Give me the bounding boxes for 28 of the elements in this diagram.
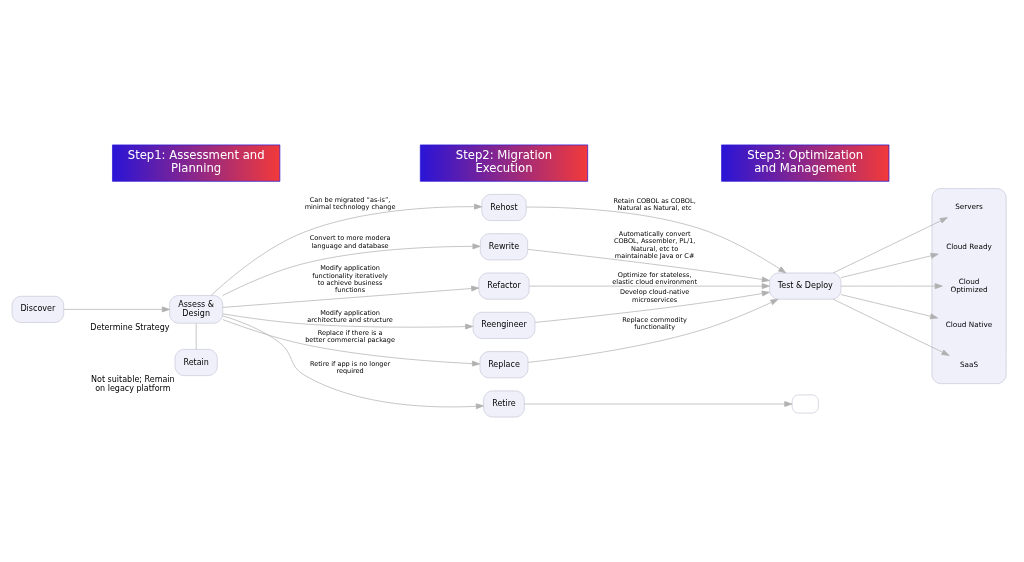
arrow	[222, 285, 480, 308]
arrow	[840, 283, 943, 289]
arrow	[527, 249, 770, 283]
arrow	[210, 203, 483, 296]
arrow	[840, 294, 939, 320]
node-box	[791, 394, 819, 414]
node-box: Step3: Optimization and Management	[721, 144, 890, 182]
arrow	[534, 290, 770, 323]
node-text: Cloud Native	[945, 320, 993, 330]
node-text: Cloud Optimized	[950, 276, 988, 294]
arrow	[63, 306, 170, 313]
arrow	[832, 298, 950, 356]
node-box: Step2: Migration Execution	[419, 144, 589, 182]
arrow	[524, 401, 793, 407]
arrow	[222, 243, 481, 296]
node-box: Step1: Assessment and Planning	[112, 144, 281, 182]
arrow	[526, 206, 787, 274]
arrow	[222, 313, 474, 330]
node-text: Servers	[955, 202, 983, 212]
arrow	[528, 283, 770, 289]
node-text: Cloud Ready	[946, 241, 992, 251]
arrow	[222, 319, 481, 367]
arrow	[222, 315, 484, 410]
arrow	[840, 252, 939, 278]
connector	[195, 323, 197, 350]
node-text: SaaS	[959, 359, 979, 369]
arrow	[527, 298, 779, 363]
arrow	[832, 217, 948, 274]
